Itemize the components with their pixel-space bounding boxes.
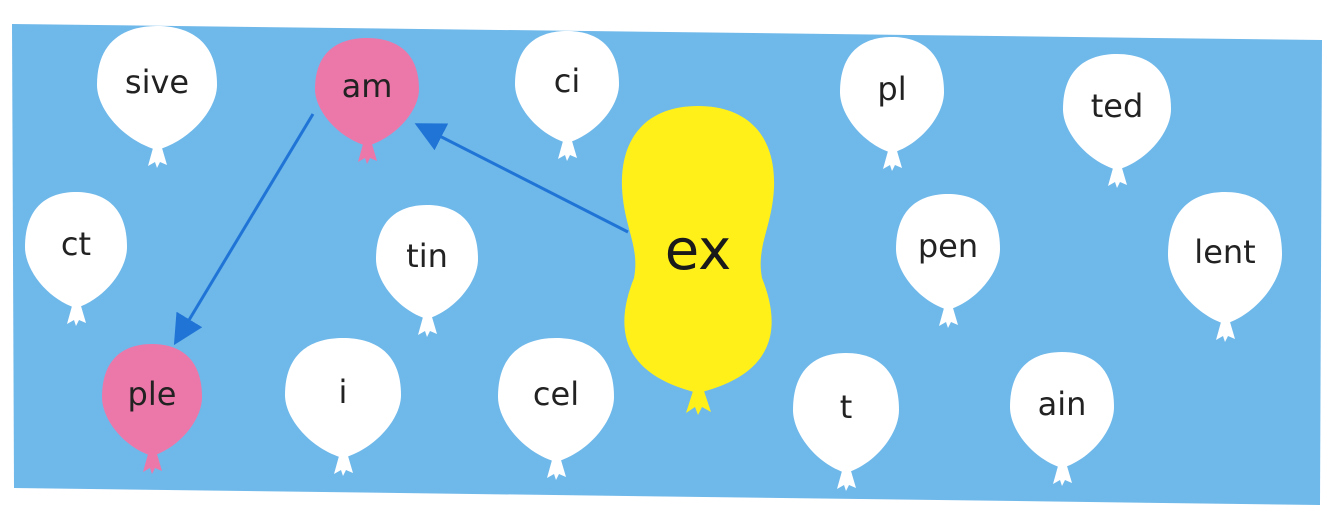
balloon-body	[793, 353, 899, 473]
balloon-label: am	[342, 67, 393, 105]
balloon-pen: pen	[896, 194, 1000, 328]
balloon-body	[315, 38, 419, 146]
balloon-pl: pl	[840, 37, 944, 171]
balloon-label: lent	[1194, 233, 1255, 271]
balloon-cel: cel	[498, 338, 614, 480]
balloon-body	[1168, 192, 1282, 324]
balloon-label: t	[840, 388, 853, 426]
balloon-knot	[358, 144, 377, 164]
balloon-ci: ci	[515, 31, 619, 161]
balloon-knot	[1053, 466, 1072, 486]
balloon-label: cel	[533, 375, 579, 413]
balloon-am: am	[315, 38, 419, 164]
balloon-body	[621, 106, 775, 393]
balloon-body	[515, 31, 619, 143]
balloon-body	[1063, 54, 1171, 170]
arrow-am-to-ple	[173, 113, 315, 346]
balloon-body	[102, 344, 202, 456]
balloon-label: i	[339, 373, 348, 411]
balloon-label: ct	[61, 225, 91, 263]
balloon-center-ex: ex	[621, 106, 775, 415]
center-balloon-label: ex	[665, 218, 732, 283]
balloon-ted: ted	[1063, 54, 1171, 188]
balloon-knot	[547, 460, 566, 480]
balloon-label: ci	[554, 62, 580, 100]
balloon-label: pen	[918, 227, 978, 265]
balloon-body	[285, 338, 401, 458]
balloon-body	[376, 205, 478, 319]
balloon-label: ain	[1038, 385, 1087, 423]
balloon-body	[97, 26, 217, 150]
balloon-body	[1010, 352, 1114, 468]
balloon-knot	[837, 471, 856, 491]
balloon-knot	[334, 456, 353, 476]
balloon-label: sive	[125, 63, 189, 101]
balloon-sive: sive	[97, 26, 217, 168]
balloon-layer: sive am ci pl ted ct tin pen lent ple i cel t ain ex	[25, 26, 1282, 491]
balloon-body	[498, 338, 614, 462]
arrow-layer	[173, 113, 629, 346]
balloon-tin: tin	[376, 205, 478, 337]
balloon-i: i	[285, 338, 401, 476]
balloon-knot	[143, 454, 162, 474]
balloon-knot	[883, 151, 902, 171]
balloon-knot	[418, 317, 437, 337]
balloon-knot	[686, 391, 711, 415]
arrow-ex-to-am	[414, 123, 629, 234]
balloon-label: pl	[877, 70, 906, 108]
balloon-knot	[67, 306, 86, 326]
balloon-ain: ain	[1010, 352, 1114, 486]
balloon-ct: ct	[25, 192, 127, 326]
balloon-lent: lent	[1168, 192, 1282, 342]
balloon-body	[840, 37, 944, 153]
balloon-ple: ple	[102, 344, 202, 474]
balloon-knot	[1108, 168, 1127, 188]
balloon-label: ted	[1091, 87, 1144, 125]
balloon-label: tin	[406, 237, 448, 275]
balloon-knot	[558, 141, 577, 161]
balloon-body	[896, 194, 1000, 310]
balloon-body	[25, 192, 127, 308]
balloon-label: ple	[128, 375, 177, 413]
balloon-knot	[148, 148, 167, 168]
balloon-knot	[1216, 322, 1235, 342]
balloon-t: t	[793, 353, 899, 491]
balloon-knot	[939, 308, 958, 328]
